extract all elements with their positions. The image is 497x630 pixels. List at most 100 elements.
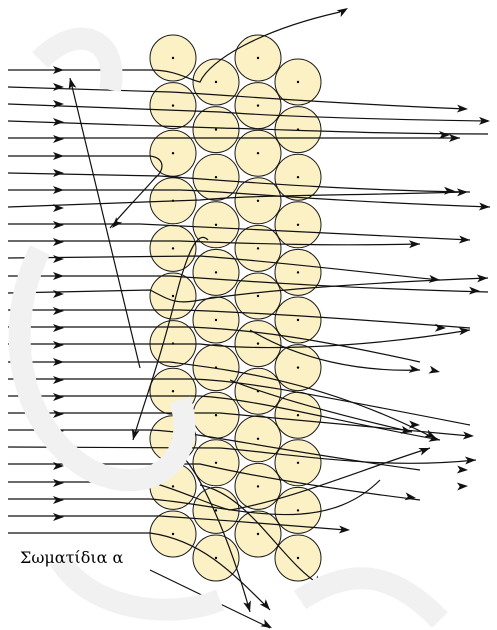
atom — [192, 439, 240, 487]
atom — [149, 272, 197, 320]
atom — [234, 272, 282, 320]
arrowhead-icon — [53, 427, 64, 435]
atom — [192, 486, 240, 534]
atom — [274, 344, 322, 392]
atom — [234, 415, 282, 463]
arrowhead-icon — [53, 135, 64, 143]
arrowhead-icon — [53, 410, 64, 418]
arrowhead-icon — [458, 327, 470, 336]
arrowhead-icon — [428, 365, 440, 374]
nucleus — [256, 247, 260, 250]
atom — [234, 510, 282, 558]
nucleus — [256, 437, 260, 440]
nucleus — [214, 318, 218, 322]
particle-path — [8, 11, 341, 83]
nucleus — [171, 437, 175, 440]
arrowhead-icon — [443, 186, 455, 195]
alpha-particles-label: Σωματίδια α — [20, 548, 124, 567]
atom — [149, 82, 197, 130]
nucleus — [171, 104, 175, 107]
particle-path — [8, 412, 471, 437]
arrowhead-icon — [53, 479, 64, 487]
arrowhead-icon — [478, 202, 490, 211]
nucleus — [296, 366, 300, 369]
arrowhead-icon — [53, 462, 64, 470]
arrowhead-icon — [456, 188, 468, 197]
arrowhead-icon — [260, 619, 272, 628]
particle-path — [8, 378, 471, 426]
arrowhead-icon — [53, 221, 64, 229]
arrowhead-icon — [112, 217, 123, 228]
nucleus — [214, 414, 218, 417]
arrowhead-icon — [404, 492, 416, 501]
nucleus — [256, 152, 260, 155]
arrowhead-icon — [476, 274, 488, 283]
nucleus — [171, 247, 175, 250]
nucleus — [171, 56, 175, 60]
particle-path — [8, 329, 471, 349]
nucleus — [214, 80, 218, 84]
arrowhead-icon — [400, 425, 412, 434]
atom — [274, 58, 322, 106]
arrowhead-icon — [338, 525, 350, 534]
particle-path — [7, 446, 477, 464]
nucleus — [214, 509, 218, 512]
arrowhead-icon — [462, 431, 474, 440]
nucleus — [214, 556, 218, 560]
atom — [274, 486, 322, 534]
atom — [234, 462, 282, 510]
atom — [234, 34, 282, 82]
arrowhead-icon — [53, 83, 64, 91]
arrowhead-icon — [53, 307, 64, 315]
nucleus — [171, 532, 175, 536]
nucleus — [214, 271, 218, 274]
nucleus — [296, 271, 300, 274]
nucleus — [214, 461, 218, 464]
atom — [149, 367, 197, 415]
particle-path — [7, 103, 489, 122]
arrowhead-icon — [311, 575, 322, 586]
atom — [274, 201, 322, 249]
arrowhead-icon — [408, 420, 420, 429]
arrowhead-icon — [439, 131, 450, 139]
atom — [234, 177, 282, 225]
arrowhead-icon — [478, 116, 490, 125]
arrowhead-icon — [259, 599, 270, 610]
arrowhead-icon — [53, 118, 64, 126]
arrowhead-icon — [53, 238, 64, 246]
nucleus — [171, 294, 175, 298]
deflected-path — [249, 329, 421, 371]
nucleus — [296, 318, 300, 322]
nucleus — [214, 128, 218, 131]
nucleus — [171, 390, 175, 393]
atom — [234, 224, 282, 272]
atom — [274, 439, 322, 487]
arrowhead-icon — [53, 496, 64, 504]
particle-path — [7, 191, 467, 208]
atom — [274, 534, 322, 582]
arrowhead-icon — [428, 433, 440, 442]
nucleus — [171, 485, 175, 488]
nucleus — [296, 176, 300, 179]
atom — [234, 320, 282, 368]
arrowhead-icon — [243, 600, 251, 612]
nucleus — [256, 199, 260, 202]
arrowhead-icon — [53, 290, 64, 298]
atom — [192, 106, 240, 154]
arrowhead-icon — [456, 104, 468, 113]
particle-path — [8, 155, 163, 229]
atom — [149, 415, 197, 463]
backscatter-path — [69, 77, 141, 369]
particle-path — [7, 86, 467, 110]
nucleus — [256, 342, 260, 345]
particle-path — [8, 326, 421, 363]
arrowhead-icon — [418, 448, 430, 456]
nucleus — [256, 294, 260, 298]
arrowhead-icon — [53, 341, 64, 349]
nucleus — [296, 80, 300, 84]
atom — [274, 296, 322, 344]
arrowhead-icon — [53, 513, 64, 521]
atom — [192, 201, 240, 249]
